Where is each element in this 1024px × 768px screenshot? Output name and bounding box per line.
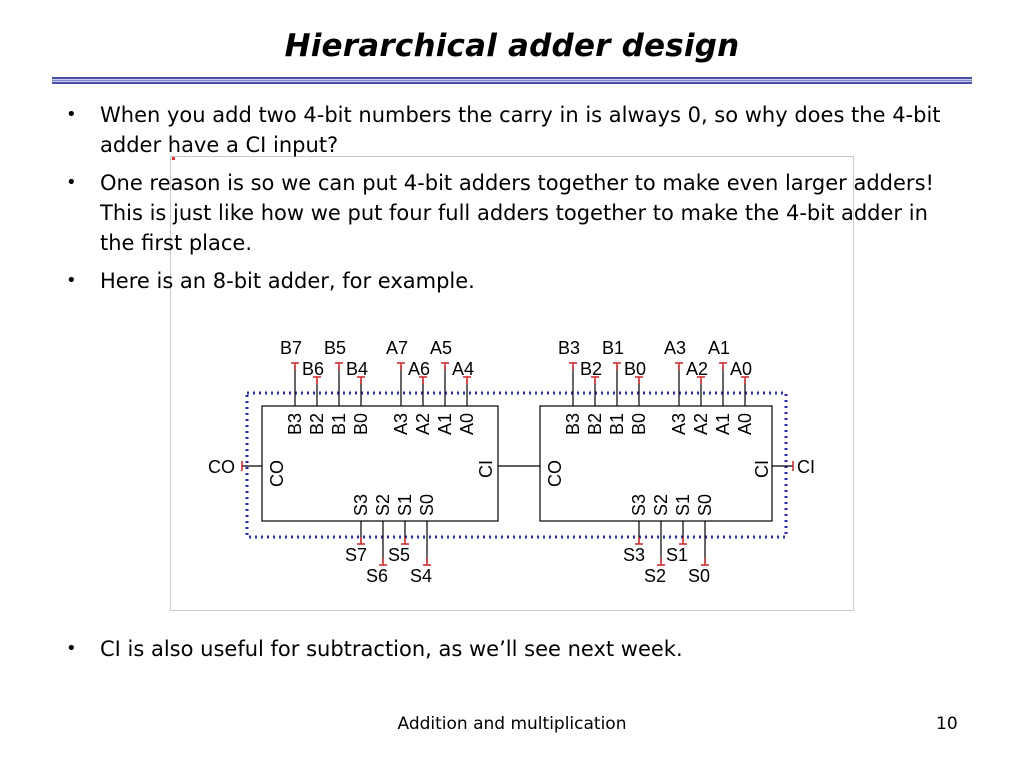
pin-label: S0 <box>417 494 437 516</box>
external-co-label: CO <box>208 457 235 477</box>
signal-label: S6 <box>366 566 388 586</box>
signal-label: B1 <box>602 338 624 358</box>
signal-label: S0 <box>688 566 710 586</box>
bullet-item-4: • CI is also useful for subtraction, as … <box>64 634 964 664</box>
pin-label: A0 <box>735 413 755 435</box>
pin-label: S3 <box>629 494 649 516</box>
signal-label: A6 <box>408 359 430 379</box>
signal-label: B7 <box>280 338 302 358</box>
left-input-terminals <box>291 362 471 384</box>
pin-label: A1 <box>435 413 455 435</box>
signal-label: B3 <box>558 338 580 358</box>
bullet-list: • When you add two 4-bit numbers the car… <box>64 100 964 304</box>
left-input-wires <box>294 366 468 406</box>
signal-label: B5 <box>324 338 346 358</box>
pin-label-co: CO <box>267 460 287 487</box>
pin-label: S1 <box>395 494 415 516</box>
pin-label: S2 <box>373 494 393 516</box>
slide-footer: Addition and multiplication <box>397 714 627 734</box>
bullet-item-1: • When you add two 4-bit numbers the car… <box>64 100 964 160</box>
signal-label: B2 <box>580 359 602 379</box>
pin-label: A3 <box>669 413 689 435</box>
title-underline <box>52 77 972 84</box>
pin-label: A2 <box>413 413 433 435</box>
bullet-item-2: • One reason is so we can put 4-bit adde… <box>64 168 964 258</box>
pin-label: A2 <box>691 413 711 435</box>
signal-label: A0 <box>730 359 752 379</box>
bullet-marker: • <box>66 172 77 193</box>
pin-label: A3 <box>391 413 411 435</box>
signal-label: A2 <box>686 359 708 379</box>
signal-label: A4 <box>452 359 474 379</box>
panel-corner-marker <box>172 157 175 160</box>
bullet-marker: • <box>66 638 77 659</box>
pin-label: B2 <box>585 413 605 435</box>
signal-label: S4 <box>410 566 432 586</box>
pin-label: S1 <box>673 494 693 516</box>
pin-label: A0 <box>457 413 477 435</box>
pin-label-co: CO <box>545 460 565 487</box>
signal-label: S7 <box>345 545 367 565</box>
pin-label: S2 <box>651 494 671 516</box>
pin-label: S0 <box>695 494 715 516</box>
pin-label: B3 <box>563 413 583 435</box>
signal-label: A7 <box>386 338 408 358</box>
pin-label: S3 <box>351 494 371 516</box>
page-number: 10 <box>936 714 958 734</box>
bullet-text: One reason is so we can put 4-bit adders… <box>100 171 934 255</box>
left-output-wires <box>357 521 431 566</box>
signal-label: A3 <box>664 338 686 358</box>
bullet-marker: • <box>66 270 77 291</box>
right-input-wires <box>572 366 746 406</box>
pin-label: B1 <box>607 413 627 435</box>
bullet-item-3: • Here is an 8-bit adder, for example. <box>64 266 964 296</box>
pin-label: B1 <box>329 413 349 435</box>
pin-label: B0 <box>629 413 649 435</box>
right-output-wires <box>635 521 709 566</box>
signal-label: S2 <box>644 566 666 586</box>
left-adder-block <box>261 405 499 522</box>
bullet-text: When you add two 4-bit numbers the carry… <box>100 103 941 157</box>
external-ci-label: CI <box>797 457 815 477</box>
signal-label: S1 <box>666 545 688 565</box>
signal-label: S5 <box>388 545 410 565</box>
slide-title: Hierarchical adder design <box>284 28 740 64</box>
bullet-marker: • <box>66 104 77 125</box>
pin-label: B3 <box>285 413 305 435</box>
signal-label: B4 <box>346 359 368 379</box>
signal-label: S3 <box>623 545 645 565</box>
signal-label: B0 <box>624 359 646 379</box>
signal-label: A5 <box>430 338 452 358</box>
pin-label-ci: CI <box>752 460 772 478</box>
signal-label: A1 <box>708 338 730 358</box>
pin-label: B0 <box>351 413 371 435</box>
pin-label: B2 <box>307 413 327 435</box>
right-adder-block <box>539 405 773 522</box>
diagram-panel <box>170 156 854 611</box>
bullet-text: CI is also useful for subtraction, as we… <box>100 637 683 661</box>
right-input-terminals <box>569 362 749 384</box>
bullet-text: Here is an 8-bit adder, for example. <box>100 269 475 293</box>
pin-label-ci: CI <box>476 460 496 478</box>
signal-label: B6 <box>302 359 324 379</box>
pin-label: A1 <box>713 413 733 435</box>
